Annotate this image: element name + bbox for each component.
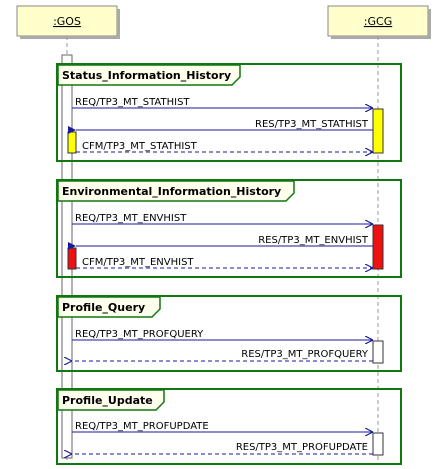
message-label: RES/TP3_MT_PROFUPDATE <box>236 442 368 453</box>
message-label: RES/TP3_MT_STATHIST <box>255 119 369 130</box>
participant-gos-label: :GOS <box>53 15 81 28</box>
gos-activation-bar <box>67 131 77 154</box>
message-label: CFM/TP3_MT_STATHIST <box>82 141 198 152</box>
frame-status-information-history: Status_Information_History REQ/TP3_MT_ST… <box>56 63 402 162</box>
message-label: REQ/TP3_MT_PROFQUERY <box>75 329 204 340</box>
frame-tab <box>57 296 161 318</box>
participant-gos: :GOS <box>16 5 120 39</box>
frame-title: Profile_Query <box>62 301 145 314</box>
frame-profile-query: Profile_Query REQ/TP3_MT_PROFQUERY RES/T… <box>56 295 402 372</box>
gos-activation-bar <box>67 247 77 270</box>
gcg-activation-bar <box>372 432 384 456</box>
frame-title: Environmental_Information_History <box>62 185 281 198</box>
frame-border <box>56 179 402 278</box>
message-label: RES/TP3_MT_PROFQUERY <box>241 349 369 360</box>
frame-title: Status_Information_History <box>62 69 231 82</box>
message-label: REQ/TP3_MT_STATHIST <box>75 97 190 108</box>
message-label: REQ/TP3_MT_ENVHIST <box>75 213 187 224</box>
frame-profile-update: Profile_Update REQ/TP3_MT_PROFUPDATE RES… <box>56 388 402 465</box>
frame-tab <box>57 389 165 411</box>
frame-border <box>56 388 402 465</box>
frame-tab <box>57 64 241 86</box>
message-label: REQ/TP3_MT_PROFUPDATE <box>75 421 209 432</box>
gcg-activation-bar <box>372 224 384 270</box>
gcg-activation-bar <box>372 108 384 154</box>
frame-title: Profile_Update <box>62 394 153 407</box>
frame-tab <box>57 180 295 202</box>
frame-border <box>56 295 402 372</box>
participant-gcg: :GCG <box>327 5 431 39</box>
message-label: CFM/TP3_MT_ENVHIST <box>82 257 194 268</box>
frame-environmental-information-history: Environmental_Information_History REQ/TP… <box>56 179 402 278</box>
frame-border <box>56 63 402 162</box>
participant-gcg-label: :GCG <box>364 15 392 28</box>
message-label: RES/TP3_MT_ENVHIST <box>258 235 369 246</box>
gcg-activation-bar <box>372 340 384 364</box>
